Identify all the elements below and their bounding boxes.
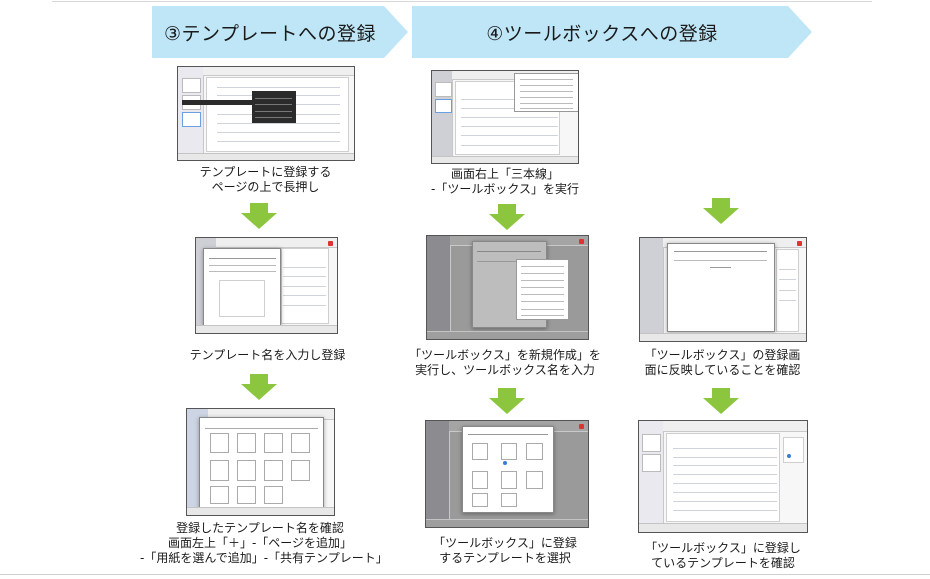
caption-toolbox-reflected: 「ツールボックス」の登録画 面に反映していることを確認 xyxy=(644,348,801,377)
step4-banner: ④ツールボックスへの登録 xyxy=(412,6,812,58)
down-arrow-icon xyxy=(703,388,739,414)
screenshot-hamburger-menu xyxy=(431,70,579,164)
caption-enter-name: テンプレート名を入力し登録 xyxy=(189,348,346,362)
down-arrow-icon xyxy=(241,374,277,400)
step3-banner: ③テンプレートへの登録 xyxy=(152,6,408,58)
step4-title: ④ツールボックスへの登録 xyxy=(486,22,718,45)
down-arrow-icon xyxy=(241,203,277,229)
screenshot-template-gallery xyxy=(186,408,335,516)
screenshot-new-toolbox xyxy=(426,235,589,340)
down-arrow-icon xyxy=(703,198,739,224)
screenshot-toolbox-templates xyxy=(638,420,808,533)
caption-hamburger: 画面右上「三本線」 -「ツールボックス」を実行 xyxy=(431,167,579,196)
caption-confirm-template: 登録したテンプレート名を確認 画面左上「＋」-「ページを追加」 -「用紙を選んで… xyxy=(140,521,388,565)
caption-select-template: 「ツールボックス」に登録 するテンプレートを選択 xyxy=(433,536,577,565)
caption-new-toolbox: 「ツールボックス」を新規作成」を 実行し、ツールボックス名を入力 xyxy=(409,348,601,377)
screenshot-long-press xyxy=(177,66,355,161)
screenshot-template-name xyxy=(195,237,338,334)
step3-title: ③テンプレートへの登録 xyxy=(164,22,376,45)
bottom-divider xyxy=(0,574,930,575)
top-divider xyxy=(52,1,872,2)
screenshot-toolbox-registered xyxy=(639,237,807,342)
down-arrow-icon xyxy=(489,388,525,414)
caption-long-press: テンプレートに登録する ページの上で長押し xyxy=(199,165,332,194)
down-arrow-icon xyxy=(489,204,525,230)
caption-toolbox-templates: 「ツールボックス」に登録し ているテンプレートを確認 xyxy=(645,541,801,570)
screenshot-select-template xyxy=(425,420,589,528)
